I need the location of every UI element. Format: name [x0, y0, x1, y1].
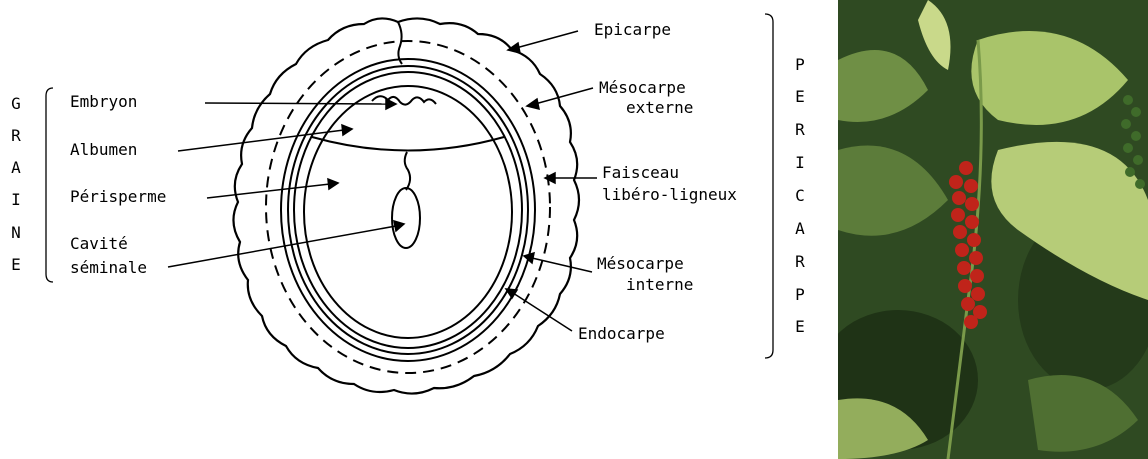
- embryon-arrowhead: [386, 99, 396, 109]
- endocarp-ring-mid: [288, 66, 528, 354]
- embryon-leader: [205, 103, 388, 104]
- endocarpe-leader: [513, 293, 572, 331]
- pericarpe-letter: E: [795, 87, 805, 106]
- label-mesocarpe-externe-line2: externe: [626, 98, 693, 117]
- label-epicarpe: Epicarpe: [594, 20, 671, 39]
- pericarpe-letter: R: [795, 252, 805, 271]
- epicarpe-arrowhead: [508, 43, 520, 53]
- pericarpe-letter: E: [795, 317, 805, 336]
- label-embryon: Embryon: [70, 92, 137, 111]
- mesocarpe-externe-leader: [535, 88, 593, 104]
- pepper-plant-photo: [838, 0, 1148, 459]
- graine-letter: I: [11, 190, 21, 209]
- endocarp-ring-inner: [294, 72, 522, 348]
- epicarpe-leader: [516, 31, 578, 48]
- label-faisceau-line1: Faisceau: [602, 163, 679, 182]
- label-mesocarpe-interne-line1: Mésocarpe: [597, 254, 684, 273]
- cavite-arrowhead: [394, 221, 404, 231]
- perisperme-leader: [207, 184, 330, 198]
- endocarpe-arrowhead: [506, 289, 517, 298]
- graine-letter: R: [11, 126, 21, 145]
- label-mesocarpe-externe-line1: Mésocarpe: [599, 78, 686, 97]
- label-cavite-line1: Cavité: [70, 234, 128, 253]
- pericarpe-letter: I: [795, 153, 805, 172]
- cavity-stalk: [405, 152, 410, 190]
- mesocarpe-interne-arrowhead: [524, 253, 534, 263]
- graine-letter: G: [11, 94, 21, 113]
- label-albumen: Albumen: [70, 140, 137, 159]
- graine-letter: N: [11, 223, 21, 242]
- label-perisperme: Périsperme: [70, 187, 166, 206]
- pericarpe-letter: R: [795, 120, 805, 139]
- faisceau-arrowhead: [545, 173, 555, 183]
- graine-brace: [46, 88, 53, 282]
- label-endocarpe: Endocarpe: [578, 324, 665, 343]
- pericarpe-letter: A: [795, 219, 805, 238]
- graine-letter: E: [11, 255, 21, 274]
- pericarpe-brace: [765, 14, 773, 358]
- pepper-fruit-cross-section-diagram: Embryon Albumen Périsperme Cavité sémina…: [0, 0, 830, 459]
- graine-vertical-label: G R A I N E: [11, 94, 21, 274]
- seed-coat: [304, 86, 512, 338]
- albumen-boundary: [312, 137, 504, 151]
- label-faisceau-line2: libéro-ligneux: [602, 185, 737, 204]
- perisperme-arrowhead: [328, 179, 338, 189]
- pericarpe-letter: C: [795, 186, 805, 205]
- mesocarpe-externe-arrowhead: [527, 99, 539, 109]
- pericarpe-vertical-label: P E R I C A R P E: [795, 55, 805, 336]
- pericarpe-letter: P: [795, 55, 805, 74]
- label-cavite-line2: séminale: [70, 258, 147, 277]
- label-mesocarpe-interne-line2: interne: [626, 275, 693, 294]
- pericarpe-letter: P: [795, 285, 805, 304]
- faisceau-ring: [266, 41, 550, 373]
- epicarp-crack: [398, 22, 402, 64]
- graine-letter: A: [11, 158, 21, 177]
- albumen-arrowhead: [342, 125, 352, 135]
- seminal-cavity: [392, 188, 420, 248]
